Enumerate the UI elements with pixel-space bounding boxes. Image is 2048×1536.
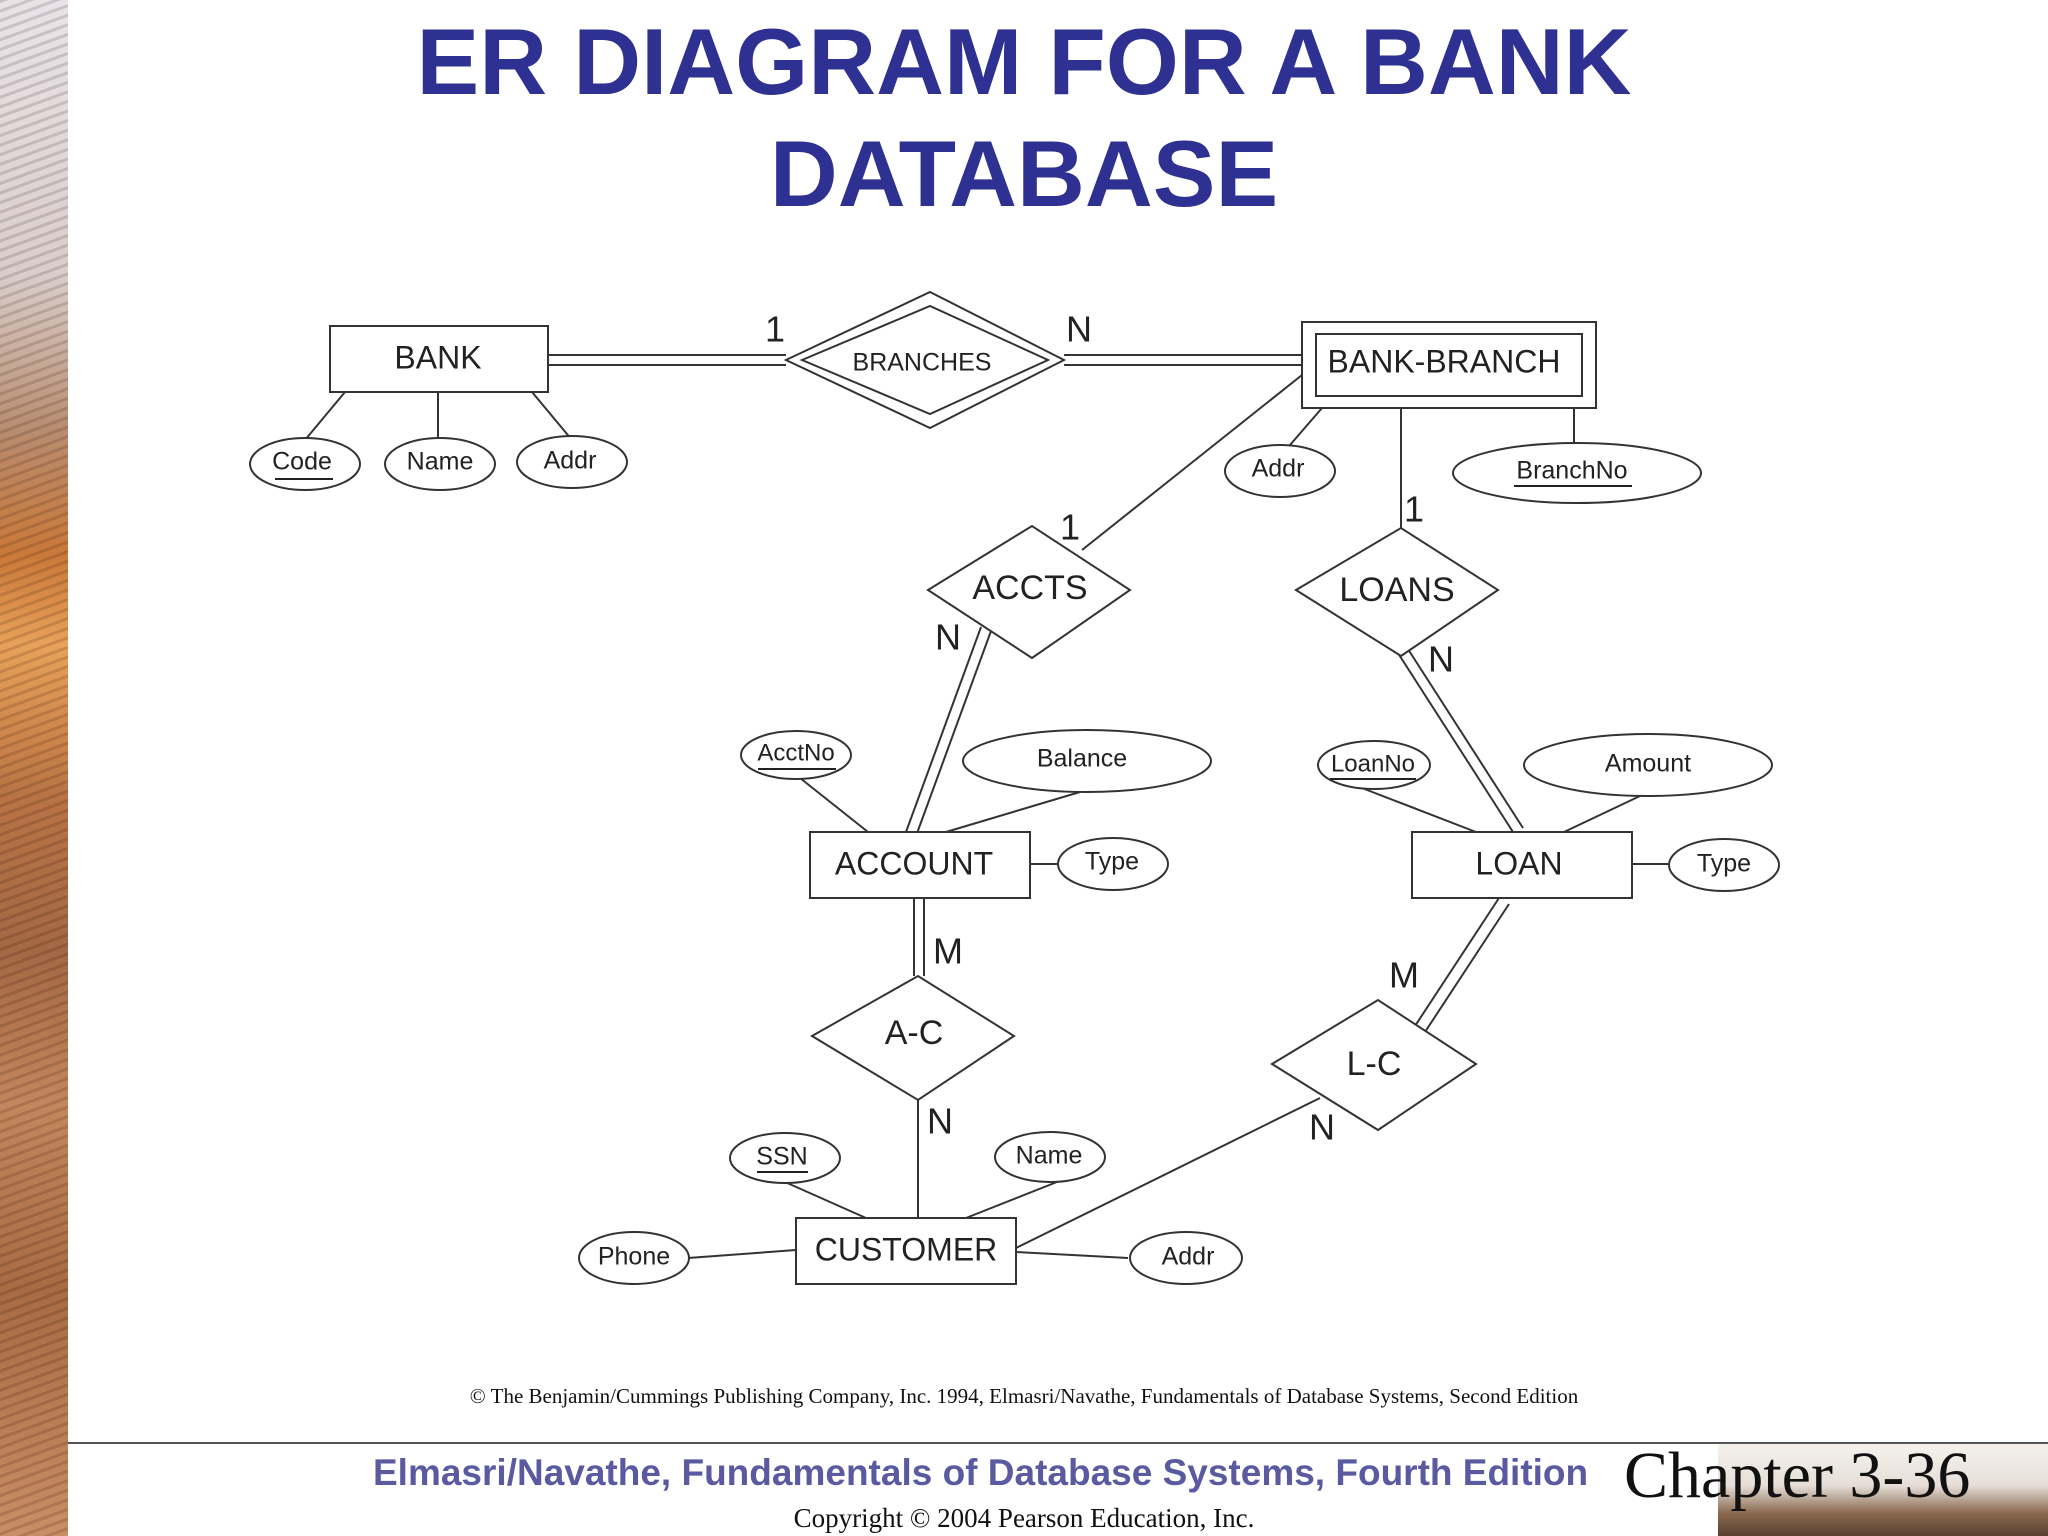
card-lc-loan: M <box>1389 955 1419 996</box>
attr-bank-name-ellipse <box>384 437 496 491</box>
attr-loanno-label: LoanNo <box>1331 750 1415 777</box>
attr-bank-name-label: Name <box>407 448 474 476</box>
title-line-2: DATABASE <box>769 121 1279 226</box>
relationship-ac-diamond <box>810 974 1016 1102</box>
entity-account-label: ACCOUNT <box>835 845 993 881</box>
background-photo-strip <box>0 0 68 1536</box>
relationship-accts-diamond <box>926 524 1132 660</box>
relationship-lc-label: L-C <box>1347 1045 1402 1083</box>
slide-title: ER DIAGRAM FOR A BANK DATABASE <box>68 6 1980 230</box>
entity-bank-box <box>329 325 549 393</box>
relationship-branches-inner-diamond <box>799 304 1051 416</box>
card-loans-loan: N <box>1428 639 1454 680</box>
attr-cust-name-label: Name <box>1016 1142 1083 1170</box>
attr-branch-no-ellipse <box>1452 442 1702 504</box>
attr-account-type-label: Type <box>1085 848 1139 876</box>
relationship-lc-diamond <box>1270 998 1478 1132</box>
relationship-loans-label: LOANS <box>1339 571 1454 609</box>
entity-customer-box <box>795 1217 1017 1285</box>
attr-branch-no-label: BranchNo <box>1516 457 1627 485</box>
card-accts-account: N <box>935 617 961 658</box>
attr-cust-name-ellipse <box>994 1131 1106 1183</box>
chapter-page-label: Chapter 3-36 <box>1624 1439 1971 1512</box>
footer-divider <box>68 1442 2048 1444</box>
attr-acctno-label: AcctNo <box>757 739 834 766</box>
figure-source-credit: © The Benjamin/Cummings Publishing Compa… <box>469 1384 1579 1408</box>
attr-cust-addr-ellipse <box>1129 1231 1243 1285</box>
footer-book-title: Elmasri/Navathe, Fundamentals of Databas… <box>373 1452 1589 1493</box>
entity-customer-label: CUSTOMER <box>815 1231 998 1267</box>
attr-balance-ellipse <box>962 729 1212 793</box>
attr-loan-type-label: Type <box>1697 850 1751 878</box>
entity-loan-label: LOAN <box>1475 845 1562 881</box>
attr-balance-label: Balance <box>1037 745 1127 773</box>
entity-bank-branch-label: BANK-BRANCH <box>1328 343 1561 379</box>
footer-copyright: Copyright © 2004 Pearson Education, Inc. <box>793 1503 1255 1533</box>
footer-photo-corner <box>1718 1444 2048 1536</box>
attr-amount-ellipse <box>1523 733 1773 797</box>
attr-account-type-ellipse <box>1057 837 1169 891</box>
entity-loan-box <box>1411 831 1633 899</box>
entity-bank-label: BANK <box>394 339 481 375</box>
attr-branch-addr-ellipse <box>1224 444 1336 498</box>
entity-account-box <box>809 831 1031 899</box>
attr-loan-type-ellipse <box>1668 838 1780 892</box>
attr-amount-label: Amount <box>1605 750 1691 778</box>
title-line-1: ER DIAGRAM FOR A BANK <box>416 9 1632 114</box>
card-lc-customer: N <box>1309 1107 1335 1148</box>
relationship-branches-label: BRANCHES <box>853 349 992 377</box>
attr-branch-addr-label: Addr <box>1252 455 1305 483</box>
attr-ssn-label: SSN <box>756 1143 807 1171</box>
card-loans-branch: 1 <box>1404 489 1424 530</box>
entity-bank-branch-inner-box <box>1315 333 1583 397</box>
entity-bank-branch-outer-box <box>1301 321 1597 409</box>
card-ac-account: M <box>933 931 963 972</box>
attr-bank-addr-ellipse <box>516 435 628 489</box>
attr-bank-code-ellipse <box>249 437 361 491</box>
card-ac-customer: N <box>927 1101 953 1142</box>
relationship-ac-label: A-C <box>885 1014 944 1052</box>
attr-acctno-ellipse <box>740 730 852 780</box>
relationship-branches-diamond <box>783 290 1067 430</box>
attr-loanno-ellipse <box>1317 740 1431 790</box>
relationship-loans-diamond <box>1294 526 1500 658</box>
attr-phone-ellipse <box>578 1231 690 1285</box>
card-branches-branch: N <box>1066 309 1092 350</box>
attr-bank-code-label: Code <box>272 448 332 476</box>
attr-ssn-ellipse <box>729 1132 841 1184</box>
card-accts-branch: 1 <box>1060 507 1080 548</box>
card-branches-bank: 1 <box>765 309 785 350</box>
attr-bank-addr-label: Addr <box>544 447 597 475</box>
attr-cust-addr-label: Addr <box>1162 1243 1215 1271</box>
relationship-accts-label: ACCTS <box>972 569 1087 607</box>
attr-phone-label: Phone <box>598 1243 670 1271</box>
